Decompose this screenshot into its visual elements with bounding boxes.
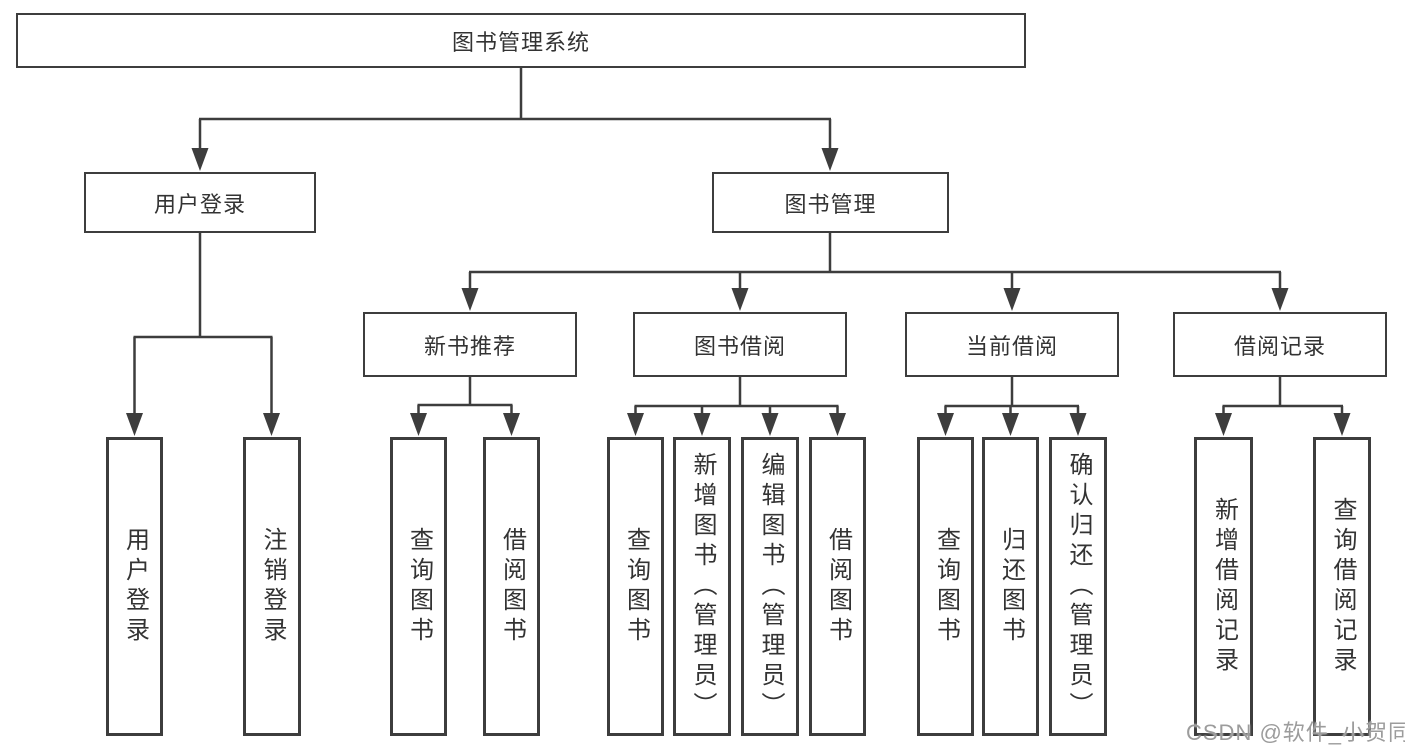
leaf-label: 确认归还（管理员） [1065, 451, 1092, 722]
node-current-borrowing: 当前借阅 [905, 312, 1119, 377]
leaf-label: 归还图书 [997, 526, 1025, 647]
leaf-label: 查询借阅记录 [1329, 496, 1356, 677]
node-new-book-recommendation: 新书推荐 [363, 312, 577, 377]
leaf-user-login: 用户登录 [106, 437, 163, 736]
leaf-logout: 注销登录 [243, 437, 301, 736]
node-label: 当前借阅 [965, 333, 1058, 359]
leaf-confirm-return-admin: 确认归还（管理员） [1049, 437, 1107, 736]
leaf-label: 新增借阅记录 [1210, 496, 1238, 677]
node-book-borrowing: 图书借阅 [633, 312, 847, 377]
leaf-label: 借阅图书 [498, 526, 526, 647]
leaf-query-books-current: 查询图书 [917, 437, 974, 736]
leaf-query-borrow-record: 查询借阅记录 [1313, 437, 1371, 736]
node-label: 图书管理系统 [451, 29, 590, 55]
node-user-login: 用户登录 [84, 172, 316, 233]
node-label: 图书借阅 [693, 333, 786, 359]
leaf-label: 查询图书 [622, 526, 650, 647]
leaf-return-books: 归还图书 [982, 437, 1039, 736]
leaf-label: 查询图书 [405, 526, 433, 647]
leaf-query-books-borrowing: 查询图书 [607, 437, 664, 736]
node-label: 新书推荐 [423, 333, 516, 359]
node-book-management: 图书管理 [712, 172, 949, 233]
leaf-add-borrow-record: 新增借阅记录 [1194, 437, 1253, 736]
leaf-label: 查询图书 [932, 526, 960, 647]
leaf-borrow-books-recommend: 借阅图书 [483, 437, 540, 736]
node-library-management-system: 图书管理系统 [16, 13, 1026, 68]
node-borrowing-records: 借阅记录 [1173, 312, 1387, 377]
leaf-add-books-admin: 新增图书（管理员） [673, 437, 731, 736]
node-label: 借阅记录 [1233, 333, 1326, 359]
leaf-query-books-recommend: 查询图书 [390, 437, 447, 736]
leaf-label: 注销登录 [259, 526, 286, 647]
node-label: 图书管理 [784, 191, 877, 217]
leaf-label: 编辑图书（管理员） [757, 451, 784, 722]
leaf-label: 新增图书（管理员） [689, 451, 716, 722]
arrowheads [126, 148, 1351, 436]
csdn-watermark: CSDN @软件_小贺同学 [1186, 720, 1405, 745]
leaf-label: 借阅图书 [824, 526, 852, 647]
node-label: 用户登录 [153, 191, 246, 217]
leaf-edit-books-admin: 编辑图书（管理员） [741, 437, 799, 736]
leaf-borrow-books: 借阅图书 [809, 437, 866, 736]
leaf-label: 用户登录 [121, 526, 149, 647]
